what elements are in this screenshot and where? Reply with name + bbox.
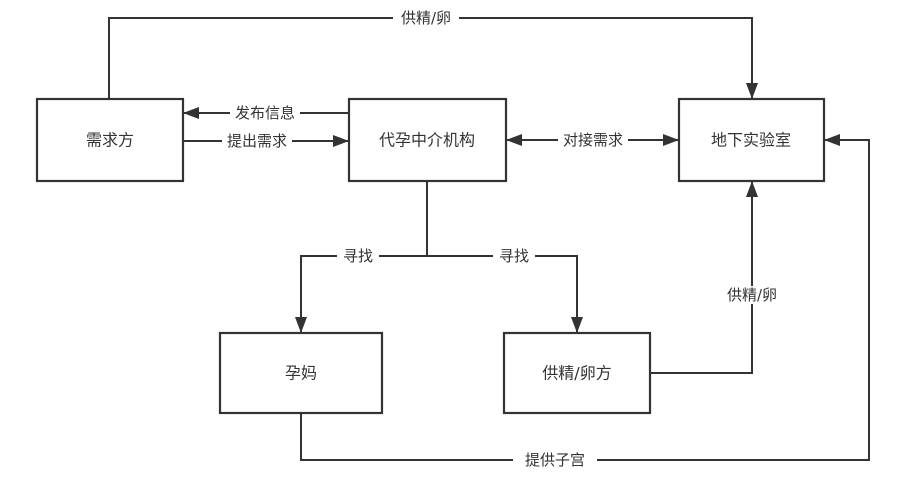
edge-demander-to-agency: 提出需求 [183, 132, 349, 150]
edge-demander-to-lab: 供精/卵 [108, 9, 758, 99]
edge-label-submit-demand: 提出需求 [227, 132, 287, 150]
node-donor[interactable]: 供精/卵方 [502, 331, 652, 415]
edge-agency-to-demander: 发布信息 [183, 104, 349, 122]
node-label-demander: 需求方 [86, 131, 134, 150]
edge-label-publish-info: 发布信息 [235, 104, 295, 122]
edge-label-seek-left: 寻找 [343, 247, 373, 265]
edge-label-match-demand: 对接需求 [563, 131, 623, 149]
node-label-donor: 供精/卵方 [542, 364, 611, 383]
edge-agency-lab: 对接需求 [506, 131, 679, 149]
node-agency[interactable]: 代孕中介机构 [347, 97, 508, 183]
edge-label-supply-gametes-top: 供精/卵 [401, 9, 451, 27]
edge-label-provide-womb: 提供子宫 [525, 451, 585, 469]
node-demander[interactable]: 需求方 [35, 97, 185, 183]
edge-surrogate-to-lab: 提供子宫 [300, 134, 870, 469]
node-label-lab: 地下实验室 [711, 131, 791, 150]
edge-agency-to-surrogate: 寻找 [295, 181, 428, 333]
node-label-agency: 代孕中介机构 [379, 131, 475, 150]
edge-donor-to-lab: 供精/卵 [650, 181, 785, 374]
edge-agency-to-donor: 寻找 [427, 247, 583, 333]
edge-label-supply-gametes-right: 供精/卵 [727, 286, 777, 304]
node-lab[interactable]: 地下实验室 [677, 97, 826, 183]
node-label-surrogate: 孕妈 [285, 364, 317, 383]
node-surrogate[interactable]: 孕妈 [218, 331, 384, 415]
edge-label-seek-right: 寻找 [499, 247, 529, 265]
